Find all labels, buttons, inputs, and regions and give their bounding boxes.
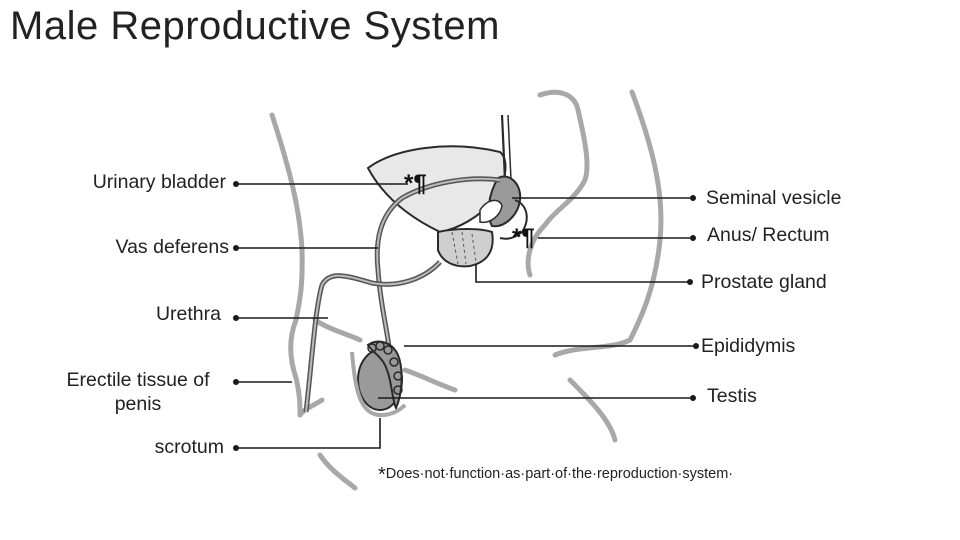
- label-anus-rectum: Anus/ Rectum: [707, 224, 830, 246]
- label-erectile-tissue-line1: Erectile tissue of: [66, 369, 210, 391]
- urethra-tube-inner: [305, 261, 441, 413]
- lower-back-outline: [567, 377, 618, 443]
- rectum-marker: *¶: [512, 224, 535, 251]
- spine-outline: [537, 89, 590, 228]
- prostate-dashes: [451, 231, 477, 265]
- penis-outline: [297, 397, 325, 418]
- label-urinary-bladder: Urinary bladder: [92, 171, 226, 193]
- rectum-shape: [499, 199, 528, 240]
- page-title: Male Reproductive System: [10, 4, 500, 48]
- perineum-outline: [402, 367, 458, 393]
- label-erectile-tissue-line2: penis: [114, 392, 162, 415]
- label-vas-deferens: Vas deferens: [115, 236, 229, 258]
- lower-leg-outline: [317, 452, 358, 491]
- prostate-shape: [437, 228, 494, 268]
- label-epididymis: Epididymis: [701, 335, 796, 357]
- abdomen-outline: [269, 112, 305, 323]
- ureter-inner: [507, 114, 512, 181]
- coccyx-outline: [525, 222, 548, 278]
- label-erectile-tissue: Erectile tissue of penis: [56, 369, 220, 417]
- ureter: [500, 114, 507, 181]
- label-testis: Testis: [707, 385, 757, 407]
- back-outline: [552, 337, 633, 358]
- footnote-star: *: [378, 464, 386, 486]
- footnote-text: Does·not·function·as·part·of·the·reprodu…: [385, 466, 734, 482]
- scrotum-outline: [350, 351, 407, 418]
- leader-dots: [233, 181, 699, 451]
- label-scrotum: scrotum: [154, 436, 224, 458]
- epididymis-coils: [367, 341, 403, 395]
- buttock-outline: [627, 89, 664, 343]
- bladder-marker: *¶: [404, 170, 427, 197]
- thigh-outline: [288, 317, 303, 418]
- label-urethra: Urethra: [155, 303, 221, 325]
- body-outline: [269, 89, 664, 491]
- leader-lines: [236, 183, 696, 449]
- label-seminal-vesicle: Seminal vesicle: [706, 187, 842, 209]
- footnote: *Does·not·function·as·part·of·the·reprod…: [378, 464, 733, 487]
- leader-scrotum: [236, 418, 381, 449]
- label-prostate-gland: Prostate gland: [701, 271, 827, 293]
- leg-outline: [312, 317, 363, 343]
- leader-prostate: [475, 264, 690, 283]
- seminal-vesicle-inner: [479, 199, 503, 224]
